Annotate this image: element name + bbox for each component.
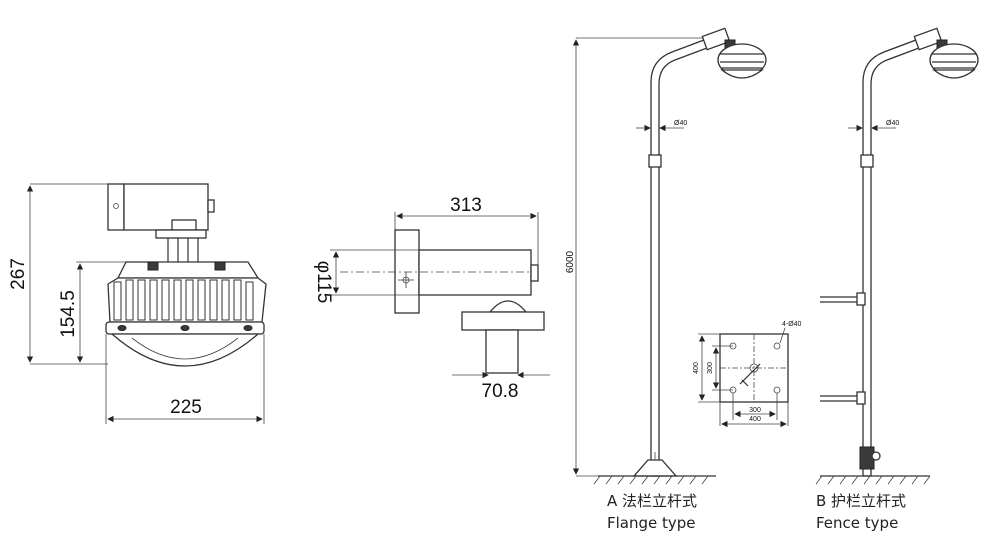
front-view: 267 154.5 225 [8, 183, 267, 424]
caption-a-en: Flange type [607, 514, 696, 532]
bracket-plate [107, 183, 125, 231]
side-tube [418, 249, 532, 296]
side-view: 313 φ115 70.8 [313, 195, 550, 402]
base-outer-height: 400 [693, 362, 700, 374]
dim-diameter: φ115 [313, 261, 334, 304]
base-inner-width: 300 [749, 407, 761, 414]
base-inner-height: 300 [707, 362, 714, 374]
base-outer-width: 400 [749, 416, 761, 423]
side-flange [394, 229, 420, 314]
caption-a-cn: A 法栏立杆式 [607, 492, 697, 510]
base-holes-label: 4-Ø40 [782, 321, 802, 328]
dim-height-body: 154.5 [58, 290, 79, 338]
caption-b-en: Fence type [816, 514, 898, 532]
heatsink-fins [113, 279, 254, 321]
tube-label-a: Ø40 [674, 120, 687, 127]
dim-pole-height: 6000 [565, 250, 576, 273]
tube-label-b: Ø40 [886, 120, 899, 127]
pole-b-fence: Ø40 [815, 27, 979, 485]
dim-mount-width: 70.8 [482, 381, 519, 402]
dim-length: 313 [450, 195, 482, 216]
base-plate-detail: 4-Ø40 300 400 400 300 [693, 321, 802, 428]
caption-b-cn: B 护栏立杆式 [816, 492, 906, 510]
dim-width: 225 [170, 397, 202, 418]
pole-a-flange: 6000 Ø40 [565, 27, 767, 485]
dim-height-total: 267 [8, 258, 29, 290]
